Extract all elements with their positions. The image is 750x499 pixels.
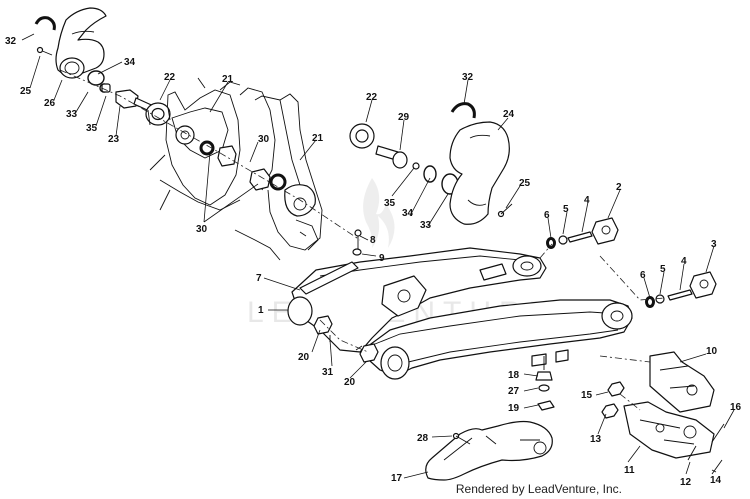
callout-17: 17	[391, 473, 403, 484]
callout-35-right: 35	[384, 198, 396, 209]
callout-24: 24	[503, 109, 515, 120]
callout-29: 29	[398, 112, 410, 123]
callout-27: 27	[508, 386, 520, 397]
callout-33-right: 33	[420, 220, 432, 231]
callout-25-left: 25	[20, 86, 32, 97]
callout-9: 9	[379, 253, 385, 264]
callout-2: 2	[616, 182, 622, 193]
callout-numbers: 32 25 26 33 34 35 23 22 21 21 30 30 22 2…	[5, 36, 742, 488]
callout-28: 28	[417, 433, 429, 444]
callout-32-left: 32	[5, 36, 17, 47]
callout-12: 12	[680, 477, 692, 488]
callout-15: 15	[581, 390, 593, 401]
callout-25-right: 25	[519, 178, 531, 189]
callout-6-bottom: 6	[640, 270, 646, 281]
callout-19: 19	[508, 403, 520, 414]
callout-16: 16	[730, 402, 742, 413]
chain-adjusters	[539, 217, 717, 308]
callout-11: 11	[624, 465, 635, 476]
callout-34-right: 34	[402, 208, 414, 219]
callout-7: 7	[256, 273, 262, 284]
bolt-25-left	[36, 46, 53, 56]
callout-22-left: 22	[164, 72, 176, 83]
callout-20-right: 20	[344, 377, 356, 388]
callout-35-left: 35	[86, 123, 98, 134]
callout-18: 18	[508, 370, 520, 381]
chain-slider-group	[425, 356, 555, 481]
leader-lines	[21, 33, 735, 479]
callout-26: 26	[44, 98, 56, 109]
chain-guide-plate-group	[599, 351, 725, 475]
callout-3: 3	[711, 239, 717, 250]
callout-33-left: 33	[66, 109, 78, 120]
callout-4-top: 4	[584, 195, 590, 206]
callout-23: 23	[108, 134, 120, 145]
render-credit: Rendered by LeadVenture, Inc.	[455, 482, 622, 496]
callout-4-bottom: 4	[681, 256, 687, 267]
frame-section	[149, 77, 323, 261]
callout-1: 1	[258, 305, 264, 316]
callout-31: 31	[322, 367, 334, 378]
right-pivot-group	[349, 102, 513, 225]
callout-21-right: 21	[312, 133, 324, 144]
callout-14: 14	[710, 475, 722, 486]
callout-22-right: 22	[366, 92, 378, 103]
callout-20-left: 20	[298, 352, 310, 363]
callout-34-left: 34	[124, 57, 136, 68]
callout-5-bottom: 5	[660, 264, 666, 275]
callout-30-top: 30	[258, 134, 270, 145]
callout-21-left: 21	[222, 74, 234, 85]
callout-32-right: 32	[462, 72, 474, 83]
callout-30-bottom: 30	[196, 224, 208, 235]
callout-13: 13	[590, 434, 602, 445]
callout-8: 8	[370, 235, 376, 246]
swingarm	[287, 229, 633, 380]
left-pivot-group	[34, 7, 361, 241]
callout-5-top: 5	[563, 204, 569, 215]
callout-10: 10	[706, 346, 718, 357]
callout-6-top: 6	[544, 210, 550, 221]
